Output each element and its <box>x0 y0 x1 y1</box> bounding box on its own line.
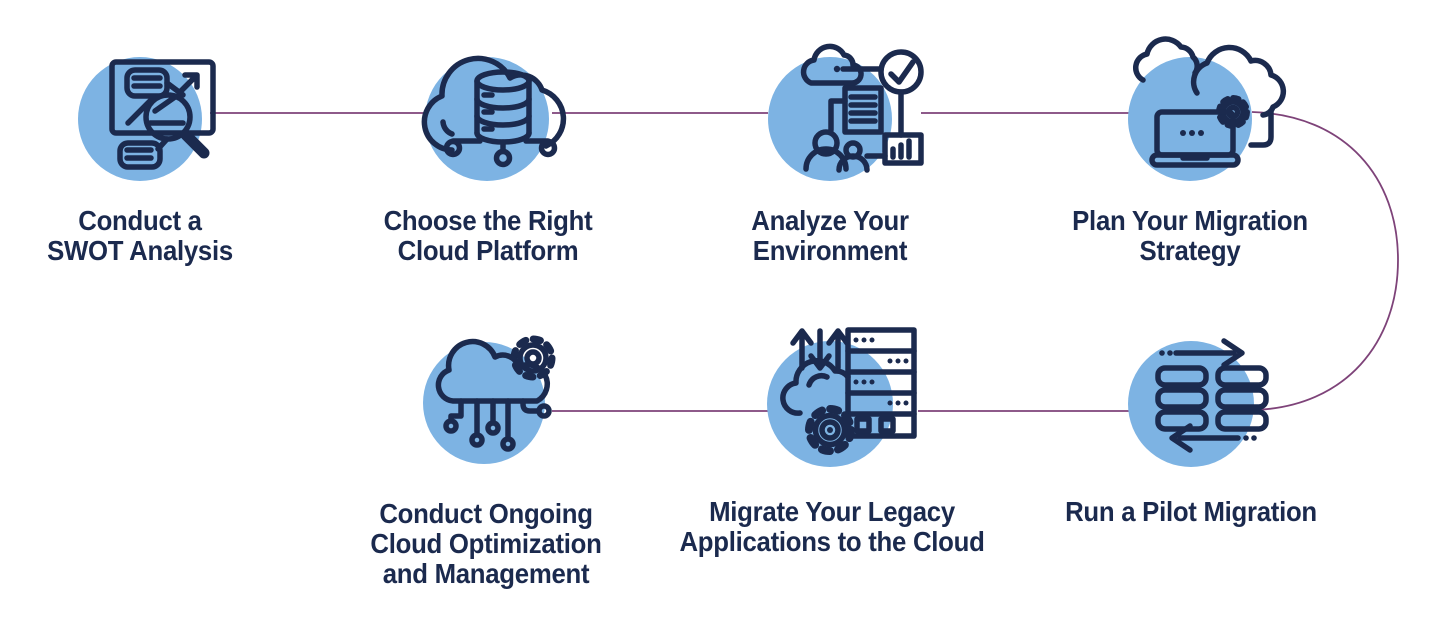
step-5 <box>1096 319 1286 489</box>
label-line: Strategy <box>1139 235 1241 266</box>
server-cloud-gear-icon <box>767 327 917 467</box>
connector-arc-4-5 <box>1251 111 1399 411</box>
step-2 <box>392 34 582 204</box>
label-line: Run a Pilot Migration <box>1065 496 1317 527</box>
cloud-laptop-gear-icon <box>1128 36 1287 181</box>
label-line: Migrate Your Legacy <box>709 496 955 527</box>
step-4 <box>1095 34 1287 204</box>
cloud-database-icon <box>421 55 567 181</box>
step-4-label: Plan Your Migration Strategy <box>1034 206 1347 266</box>
label-line: Choose the Right <box>383 205 593 236</box>
label-line: Conduct a <box>78 205 202 236</box>
environment-analysis-icon <box>768 43 924 181</box>
step-7-label: Conduct Ongoing Cloud Optimization and M… <box>330 499 643 589</box>
step-1-label: Conduct a SWOT Analysis <box>0 206 296 266</box>
step-6 <box>735 319 925 489</box>
step-1 <box>45 34 235 204</box>
label-line: Environment <box>752 235 908 266</box>
label-line: Conduct Ongoing <box>379 498 593 529</box>
swot-analysis-magnifier-icon <box>78 57 216 181</box>
step-3-label: Analyze Your Environment <box>674 206 987 266</box>
step-5-label: Run a Pilot Migration <box>1035 497 1348 527</box>
step-7 <box>389 318 579 488</box>
label-line: Analyze Your <box>751 205 909 236</box>
step-2-label: Choose the Right Cloud Platform <box>332 206 645 266</box>
step-3 <box>735 34 925 204</box>
label-line: Cloud Platform <box>397 235 579 266</box>
label-line: Cloud Optimization <box>370 528 602 559</box>
label-line: SWOT Analysis <box>47 235 233 266</box>
database-sync-arrows-icon <box>1128 338 1269 467</box>
step-6-label: Migrate Your Legacy Applications to the … <box>676 497 989 557</box>
cloud-gear-network-icon <box>423 335 556 464</box>
label-line: Applications to the Cloud <box>679 526 985 557</box>
label-line: Plan Your Migration <box>1072 205 1308 236</box>
label-line: and Management <box>382 558 590 589</box>
